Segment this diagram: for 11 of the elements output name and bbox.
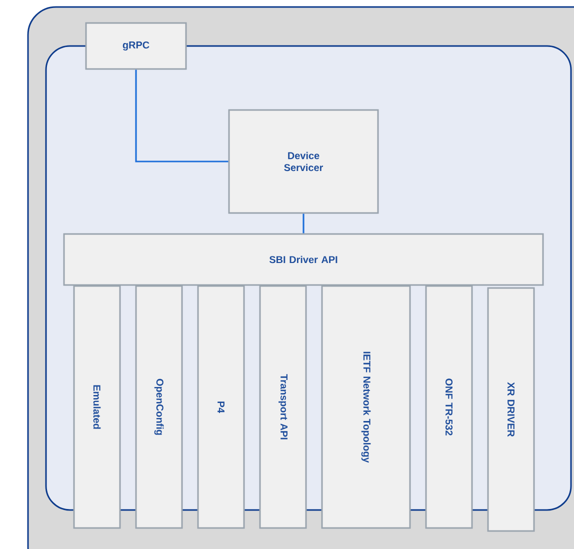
process-box: gRPC [85,22,187,70]
process-box: Device Servicer [228,109,379,214]
connector-line [302,214,304,234]
connector-line [135,70,228,162]
driver-box: Emulated [73,285,121,529]
driver-box: ONF TR-532 [425,285,473,529]
driver-box: Transport API [259,285,307,529]
driver-box: OpenConfig [135,285,183,529]
driver-box: P4 [197,285,245,529]
driver-box: XR DRIVER [487,287,535,532]
driver-box: IETF Network Topology [321,285,411,529]
